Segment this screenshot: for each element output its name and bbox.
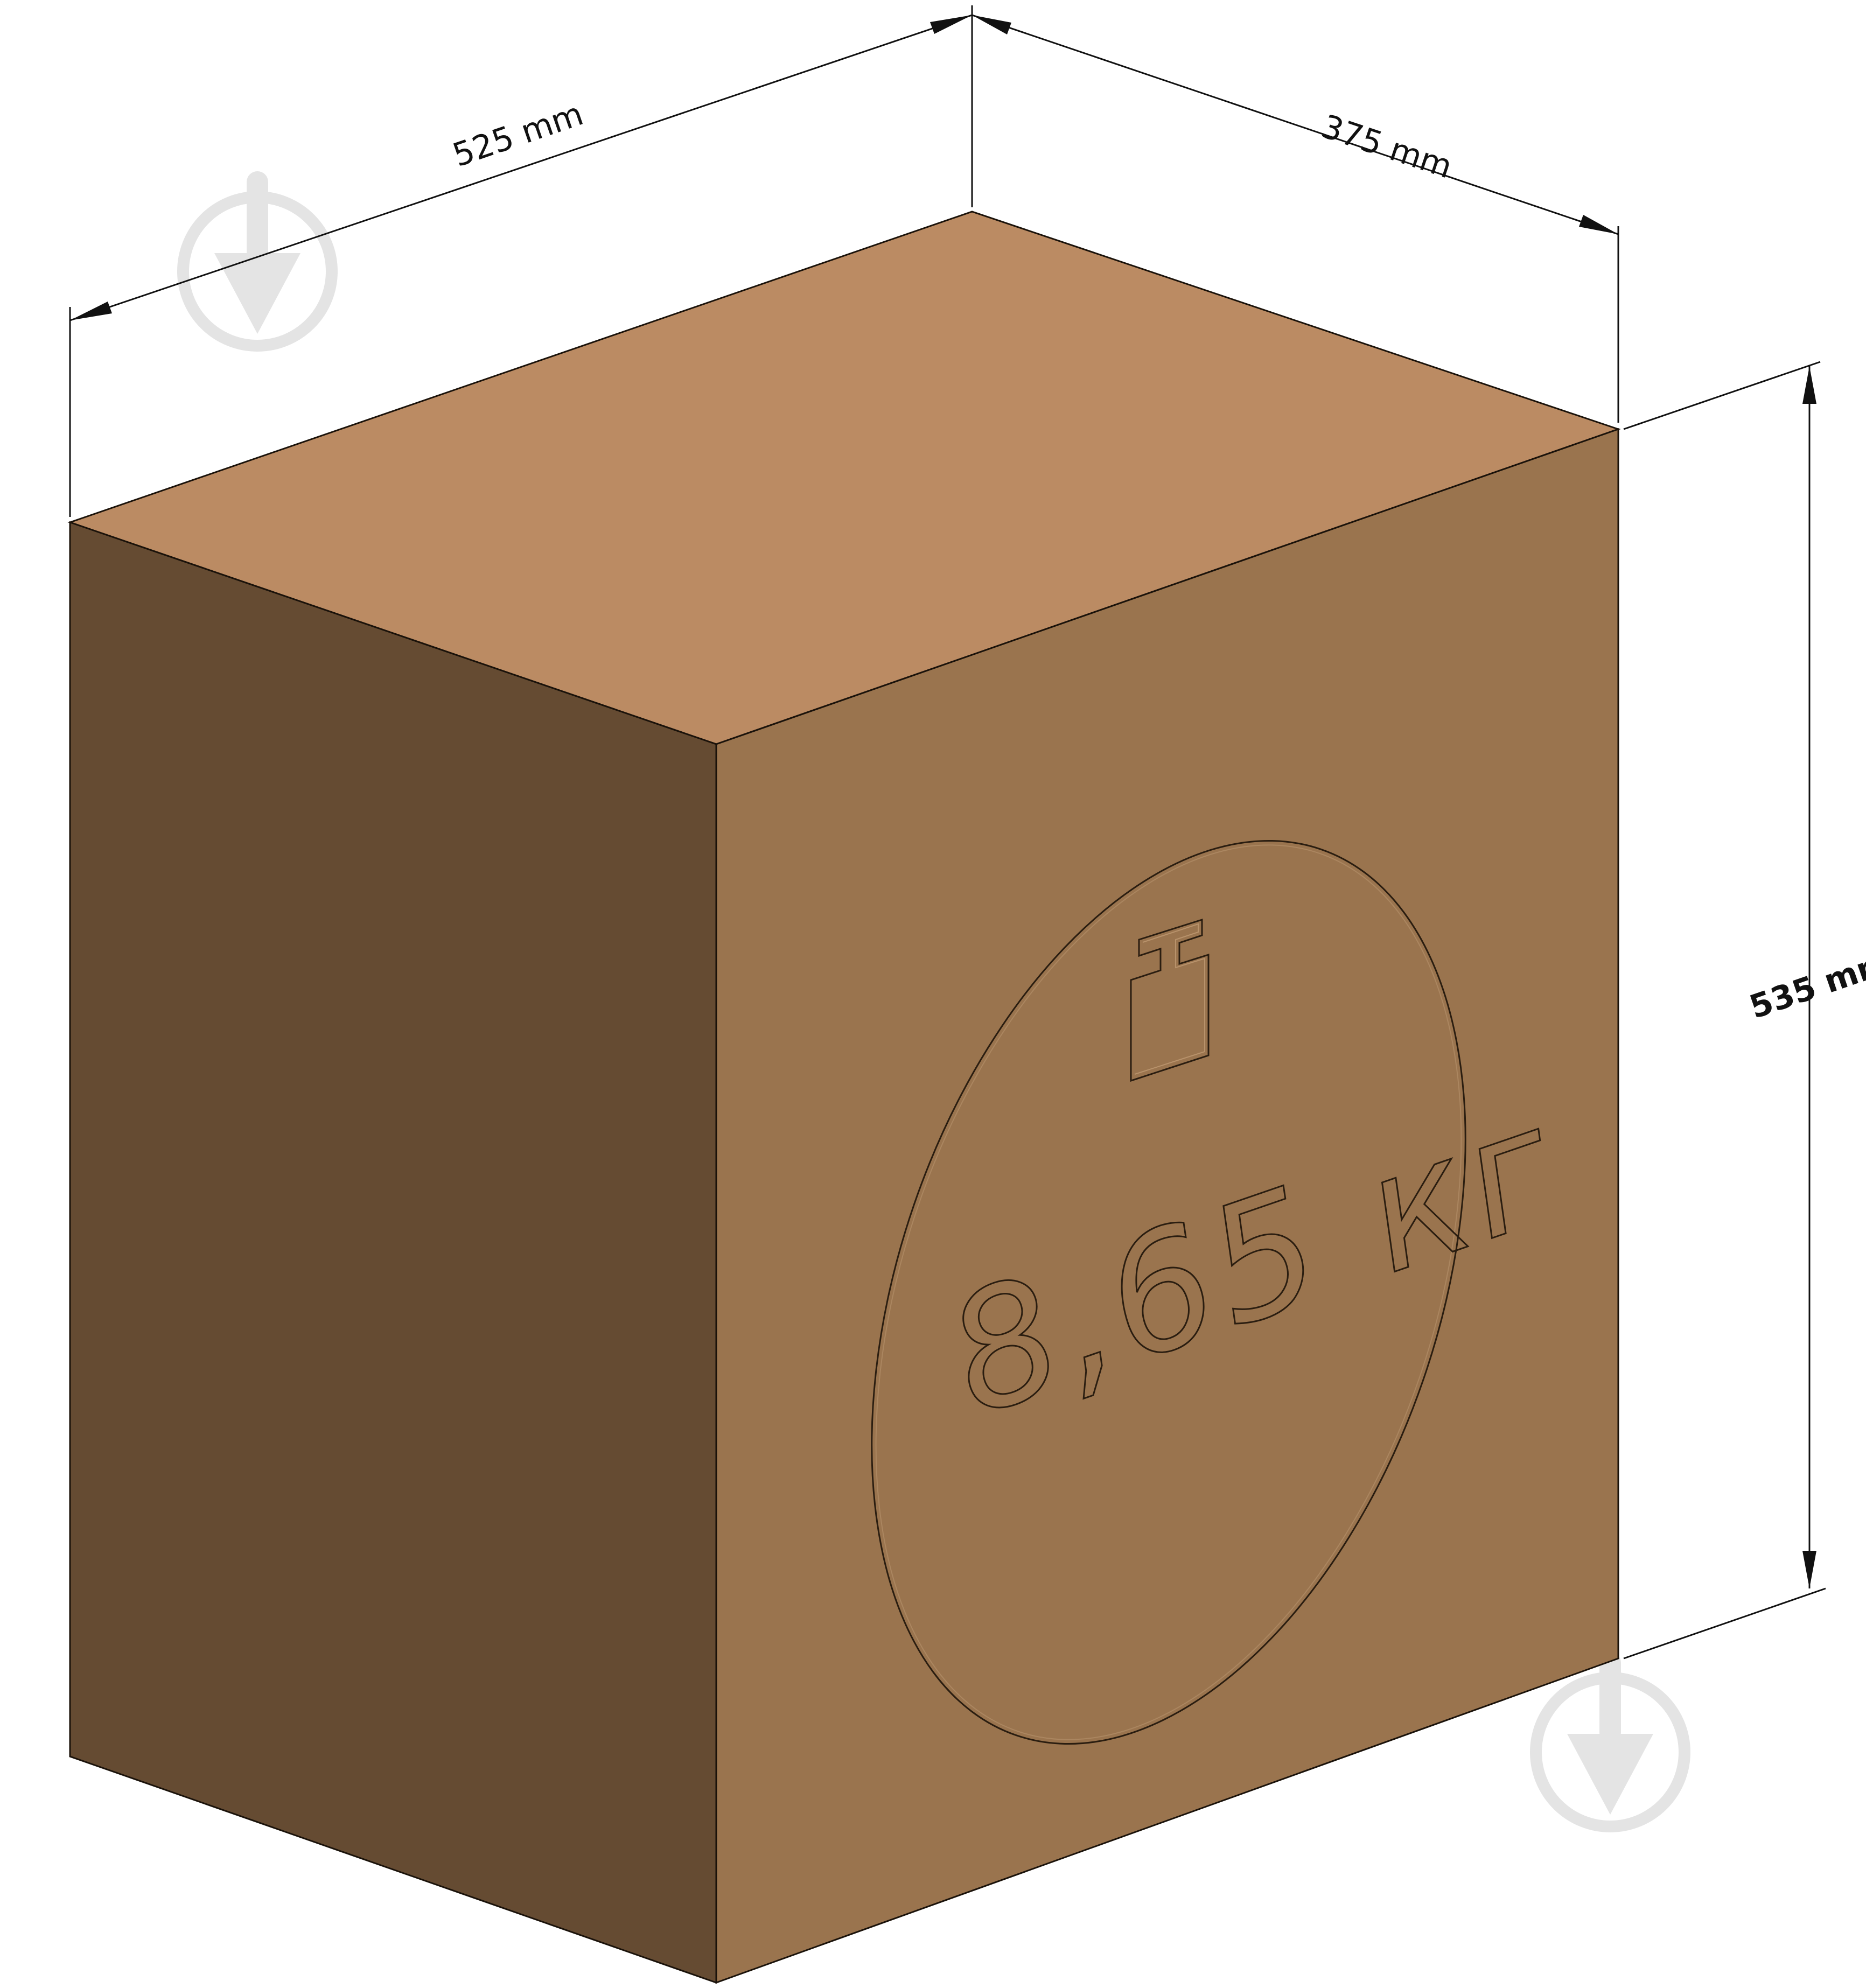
box xyxy=(67,211,1621,1984)
watermark-logo-bottom xyxy=(1530,1652,1690,1832)
dimension-length-label: 525 mm xyxy=(448,95,588,174)
dimension-height: 535 mm xyxy=(1623,361,1866,1660)
dimension-height-label: 535 mm xyxy=(1745,943,1866,1026)
watermark-logo-top xyxy=(177,171,338,352)
weight-icon xyxy=(1130,918,1210,1082)
box-right-face xyxy=(715,428,1619,1984)
box-left-face xyxy=(69,521,717,1984)
dimension-depth-label: 375 mm xyxy=(1317,108,1457,186)
